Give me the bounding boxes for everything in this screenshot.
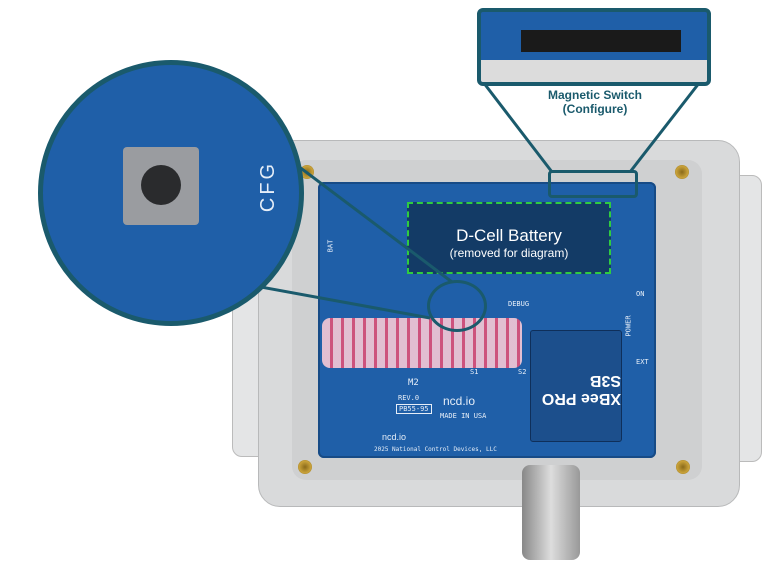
silk-rev: REV.0	[398, 394, 420, 402]
button-highlight	[427, 280, 487, 332]
screw-icon	[298, 460, 312, 474]
screw-icon	[675, 165, 689, 179]
silk-ext: EXT	[636, 358, 649, 366]
magnetic-switch-zoom	[477, 8, 711, 86]
cfg-label: CFG	[257, 160, 280, 213]
silk-part: PB55-95	[396, 404, 432, 414]
xbee-module: XBee PRO S3B	[530, 330, 622, 442]
battery-outline: D-Cell Battery (removed for diagram)	[407, 202, 611, 274]
silk-s2: S2	[518, 368, 527, 376]
silk-made: MADE IN USA	[440, 412, 487, 420]
ribbon-cable	[322, 318, 522, 368]
silk-brand2: ncd.io	[382, 432, 407, 442]
silk-brand: ncd.io	[443, 394, 476, 408]
push-button-cap-icon	[141, 165, 181, 205]
config-button-zoom: CFG	[38, 60, 304, 326]
m12-connector	[522, 465, 580, 560]
silk-copyright: 2025 National Control Devices, LLC	[374, 446, 497, 453]
silk-debug: DEBUG	[508, 300, 530, 308]
battery-sublabel: (removed for diagram)	[449, 246, 569, 260]
screw-icon	[676, 460, 690, 474]
battery-label: D-Cell Battery	[456, 226, 562, 245]
silk-on: ON	[636, 290, 645, 298]
magnetic-switch-subtitle: (Configure)	[562, 102, 628, 116]
magnetic-switch-label: Magnetic Switch (Configure)	[520, 88, 670, 116]
silk-m2: M2	[408, 378, 419, 388]
enclosure-edge	[481, 60, 707, 82]
magnetic-switch-title: Magnetic Switch	[547, 88, 642, 102]
reed-switch	[521, 30, 681, 52]
switch-highlight	[548, 170, 638, 198]
silk-s1: S1	[470, 368, 479, 376]
